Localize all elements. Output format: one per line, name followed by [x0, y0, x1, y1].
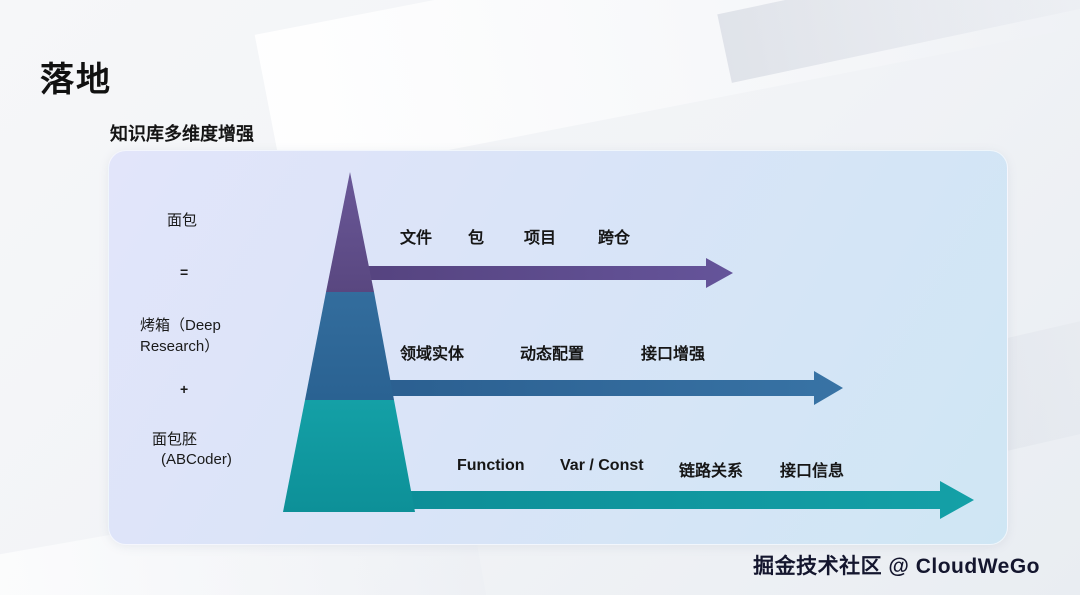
diagram-panel [108, 150, 1008, 545]
formula-oven-line2: Research） [140, 338, 220, 355]
arrow-label: 项目 [524, 230, 557, 247]
arrow-label: 领域实体 [400, 346, 465, 363]
arrow-label: 接口信息 [780, 463, 845, 480]
arrow-label: 链路关系 [679, 463, 744, 480]
formula-dough-line2: (ABCoder) [161, 451, 232, 468]
page-title: 落地 [40, 61, 112, 99]
arrow-label: 接口增强 [641, 346, 706, 363]
arrow-label: 动态配置 [520, 346, 585, 363]
formula-oven-line1: 烤箱（Deep [140, 317, 221, 334]
formula-equals: = [180, 264, 189, 280]
formula-plus: + [180, 381, 189, 397]
arrow-label: Var / Const [560, 457, 644, 474]
background-ribbon [717, 0, 1080, 83]
formula-bread: 面包 [167, 212, 198, 229]
arrow-label: 包 [468, 230, 485, 247]
footer-watermark: 掘金技术社区 @ CloudWeGo [753, 555, 1040, 578]
arrow-label: 跨仓 [598, 230, 631, 247]
formula-dough-line1: 面包胚 [152, 431, 198, 448]
arrow-label: Function [457, 457, 525, 474]
arrow-label: 文件 [400, 230, 433, 247]
section-title: 知识库多维度增强 [110, 124, 254, 144]
